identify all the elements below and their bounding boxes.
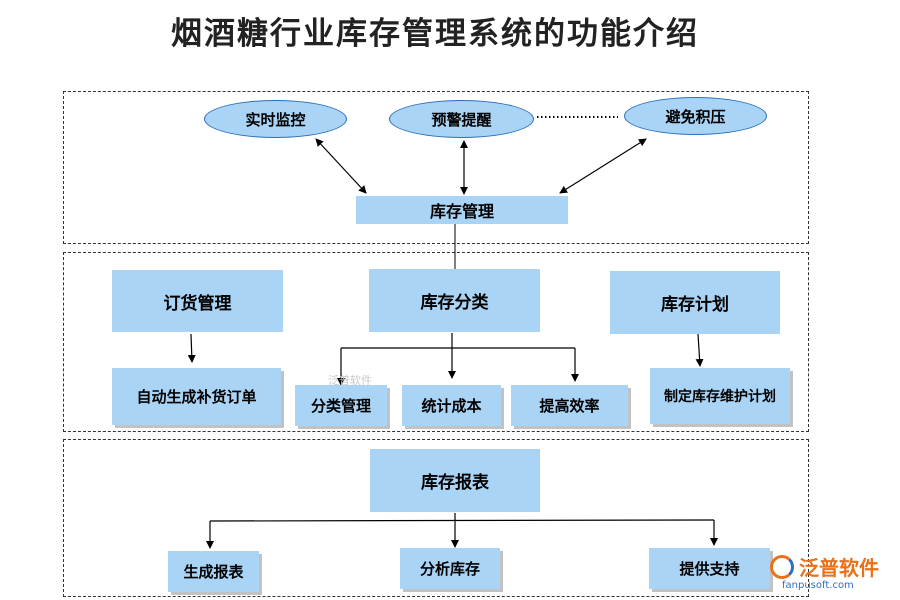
top-section [63, 91, 809, 244]
box-inventory-classification: 库存分类 [369, 269, 540, 332]
box-inventory-management: 库存管理 [356, 196, 568, 224]
box-classification-management: 分类管理 [295, 385, 387, 426]
box-maintenance-plan: 制定库存维护计划 [650, 368, 790, 424]
logo-text: 泛普软件 [799, 556, 879, 580]
oval-avoid-backlog: 避免积压 [624, 97, 767, 135]
box-provide-support: 提供支持 [649, 548, 770, 589]
logo-url: fanpusoft.com [782, 580, 854, 591]
brand-logo: 泛普软件 [770, 552, 879, 581]
box-auto-replenish-order: 自动生成补货订单 [112, 368, 281, 425]
box-inventory-report: 库存报表 [370, 449, 540, 512]
box-order-management: 订货管理 [112, 270, 283, 332]
oval-warning-reminder: 预警提醒 [389, 100, 534, 138]
page-title: 烟酒糖行业库存管理系统的功能介绍 [171, 16, 699, 52]
middle-section [63, 252, 809, 432]
watermark: 泛普软件 [328, 374, 372, 387]
box-generate-report: 生成报表 [168, 551, 259, 592]
box-inventory-plan: 库存计划 [610, 271, 780, 334]
box-improve-efficiency: 提高效率 [511, 385, 628, 426]
box-analyze-inventory: 分析库存 [400, 548, 500, 589]
logo-mark-icon [770, 554, 794, 579]
bottom-section [63, 439, 809, 597]
box-statistical-cost: 统计成本 [402, 385, 501, 426]
oval-realtime-monitor: 实时监控 [204, 100, 347, 138]
